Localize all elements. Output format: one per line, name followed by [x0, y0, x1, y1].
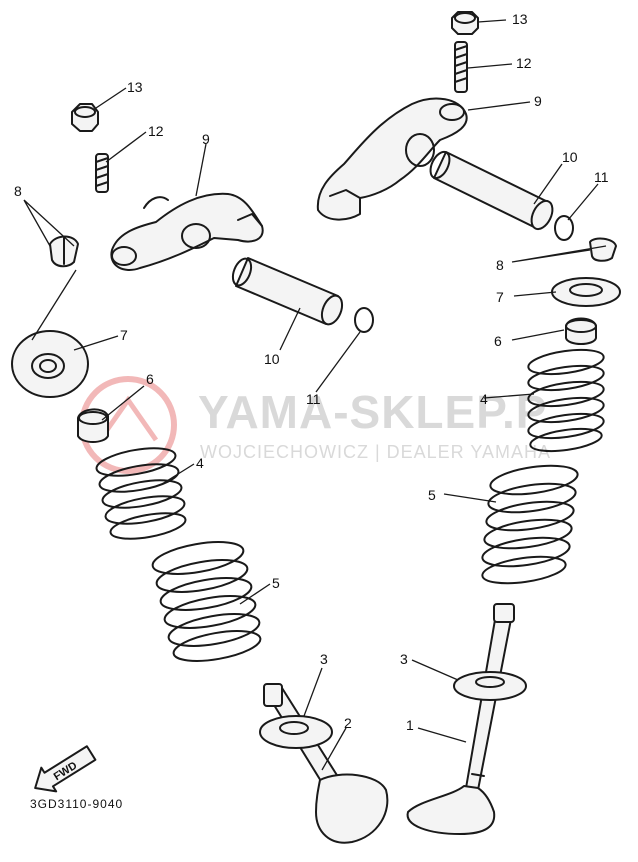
callout-1: 1 [406, 717, 414, 733]
part-8-cotters-left [49, 235, 79, 268]
callout-8-left: 8 [14, 183, 22, 199]
part-12-screw-right [454, 41, 468, 93]
part-13-nut-right [451, 11, 479, 35]
fwd-arrow: FWD [34, 745, 97, 793]
callout-3-left: 3 [320, 651, 328, 667]
part-10-shaft-right [429, 150, 554, 231]
callout-2: 2 [344, 715, 352, 731]
callout-6-left: 6 [146, 371, 154, 387]
callout-7-left: 7 [120, 327, 128, 343]
callout-12-left: 12 [148, 123, 164, 139]
callout-9-left: 9 [202, 131, 210, 147]
leader-lines [23, 19, 607, 771]
callout-4-left: 4 [196, 455, 204, 471]
callout-13-right: 13 [512, 11, 528, 27]
part-7-retainer-left [11, 330, 89, 398]
part-9-rocker-arm-right [316, 97, 468, 221]
callout-5-right: 5 [428, 487, 436, 503]
callout-10-right: 10 [562, 149, 578, 165]
callout-8-right: 8 [496, 257, 504, 273]
part-4-spring-inner-right [527, 348, 605, 453]
watermark-tagline: WOJCIECHOWICZ | DEALER YAMAHA [200, 442, 551, 462]
part-4-spring-inner-left [95, 447, 187, 540]
callout-4-right: 4 [480, 391, 488, 407]
part-10-shaft-left [231, 257, 344, 326]
part-6-seal-left [77, 408, 109, 443]
callout-6-right: 6 [494, 333, 502, 349]
callout-11-left: 11 [306, 391, 321, 407]
part-9-rocker-arm-left [110, 192, 264, 271]
watermark-brand: YAMA-SKLEP.P [198, 386, 547, 438]
callout-5-left: 5 [272, 575, 280, 591]
part-6-seal-right [565, 317, 597, 345]
callout-13-left: 13 [127, 79, 143, 95]
diagram-code: 3GD3110-9040 [30, 797, 123, 811]
part-5-spring-outer-right [481, 464, 579, 585]
callout-9-right: 9 [534, 93, 542, 109]
part-5-spring-outer-left [151, 541, 262, 662]
callout-numbers: 13 12 9 8 7 6 4 5 10 11 3 2 13 12 9 10 1… [14, 11, 609, 733]
part-8-cotters-right [589, 237, 617, 262]
part-12-screw-left [95, 153, 109, 193]
callout-11-right: 11 [594, 169, 609, 185]
part-11-o-ring-left [354, 307, 374, 333]
callout-10-left: 10 [264, 351, 280, 367]
part-3-spring-seat-right [453, 671, 527, 701]
part-3-spring-seat-left [259, 715, 333, 749]
watermark: YAMA-SKLEP.P WOJCIECHOWICZ | DEALER YAMA… [79, 376, 551, 474]
callout-3-right: 3 [400, 651, 408, 667]
part-7-retainer-right [551, 277, 621, 307]
callout-7-right: 7 [496, 289, 504, 305]
part-1-valve-intake [406, 603, 515, 835]
part-11-o-ring-right [554, 215, 574, 241]
part-13-nut-left [71, 103, 99, 132]
callout-12-right: 12 [516, 55, 532, 71]
